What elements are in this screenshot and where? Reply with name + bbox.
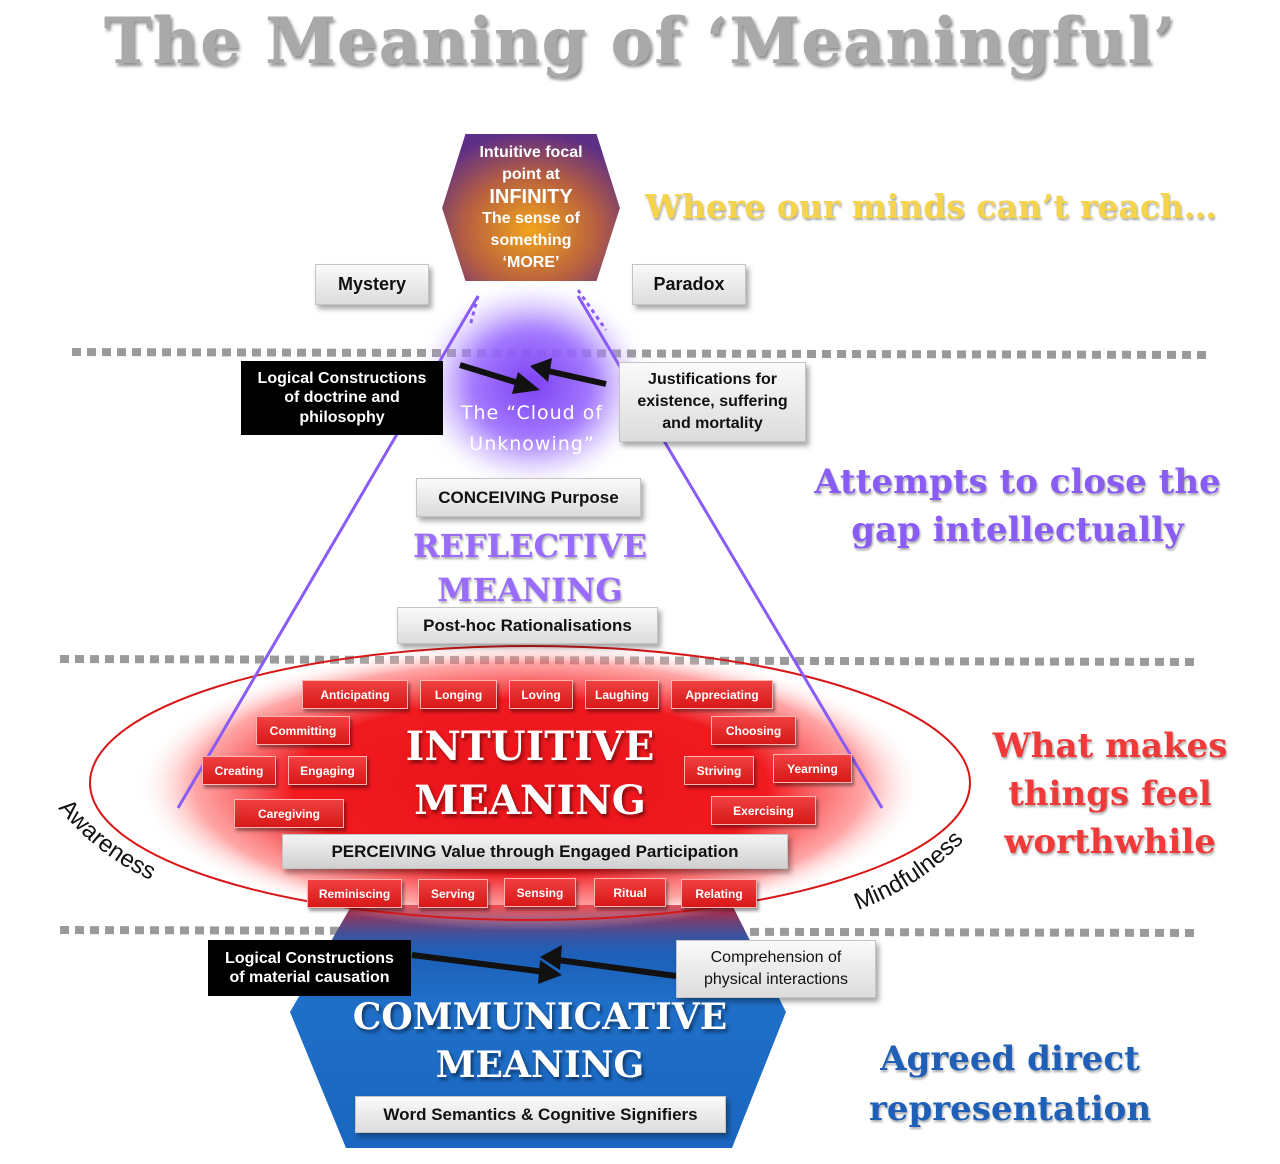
tag-caregiving: Caregiving [234,799,344,828]
conceiving-purpose-box: CONCEIVING Purpose [416,478,641,517]
tag-committing: Committing [256,716,350,745]
apex-line: Intuitive focal [479,144,583,161]
tag-ritual: Ritual [594,878,666,907]
caption-worthwhile: What makes things feel worthwhile [975,722,1245,866]
apex-line: The sense of [482,210,580,227]
box-line: existence, suffering [637,393,788,410]
pyramid-left-dotted [468,295,480,327]
caption-where-minds-cant-reach: Where our minds can’t reach… [645,187,1217,226]
box-line: philosophy [299,408,385,426]
caption-agreed-representation: Agreed direct representation [840,1034,1180,1134]
communicative-hexagon [290,905,786,1148]
caption-line: What makes [992,726,1228,766]
apex-hexagon [437,130,625,285]
word-semantics-box: Word Semantics & Cognitive Signifiers [355,1096,726,1133]
tag-reminiscing: Reminiscing [307,879,402,908]
tag-laughing: Laughing [585,680,659,709]
communicative-meaning-label: COMMUNICATIVE MEANING [310,993,770,1089]
logical-doctrine-box: Logical Constructions of doctrine and ph… [241,361,443,435]
arrow-line [459,362,526,388]
intuitive-line: MEANING [414,777,646,824]
apex-infinity: INFINITY [489,186,573,208]
justifications-box: Justifications for existence, suffering … [619,362,806,442]
paradox-box: Paradox [632,264,746,305]
reflective-line: REFLECTIVE [412,527,648,565]
box-line: Comprehension of [710,949,842,966]
tag-anticipating: Anticipating [302,680,408,709]
tag-striving: Striving [684,756,754,785]
tag-longing: Longing [420,680,497,709]
caption-line: representation [868,1089,1152,1129]
box-line: Logical Constructions [257,370,427,388]
tag-sensing: Sensing [504,878,576,907]
tag-yearning: Yearning [773,754,852,783]
arrow-line [557,957,677,979]
box-line: and mortality [662,415,763,432]
page-title: The Meaning of ‘Meaningful’ [103,4,1177,79]
cloud-line: Unknowing” [469,433,595,455]
reflective-meaning-label: REFLECTIVE MEANING [360,524,700,612]
apex-line: ‘MORE’ [502,254,560,271]
box-line: of material causation [229,969,390,986]
reflective-line: MEANING [437,571,623,609]
arrow-head [530,358,552,382]
tag-serving: Serving [418,879,488,908]
arrow-head [538,960,562,984]
caption-line: gap intellectually [851,510,1184,550]
intuitive-line: INTUITIVE [405,723,655,770]
apex-line: something [490,232,572,249]
tag-exercising: Exercising [711,796,816,825]
arrow-line [547,368,607,387]
pyramid-right-dotted [576,289,608,331]
logical-material-box: Logical Constructions of material causat… [208,940,411,996]
caption-line: Attempts to close the [814,462,1221,502]
box-line: Justifications for [648,371,777,388]
tag-choosing: Choosing [711,716,796,745]
arrow-head [512,372,540,394]
perceiving-box: PERCEIVING Value through Engaged Partici… [282,834,788,869]
cloud-line: The “Cloud of [460,402,604,424]
box-line: Logical Constructions [225,949,394,967]
caption-line: Agreed direct [880,1039,1140,1079]
arrow-line [411,952,546,975]
caption-line: worthwhile [1004,822,1216,862]
cloud-of-unknowing: The “Cloud of Unknowing” [440,398,624,460]
posthoc-box: Post-hoc Rationalisations [397,607,658,644]
tag-creating: Creating [202,756,276,785]
apex-text: Intuitive focal point at INFINITY The se… [448,142,614,274]
caption-line: things feel [1008,774,1212,814]
separator-line [71,348,1211,359]
box-line: physical interactions [703,971,849,988]
tag-appreciating: Appreciating [671,680,773,709]
tag-relating: Relating [681,879,757,908]
intuitive-ellipse-outline [89,645,971,921]
communicative-line: COMMUNICATIVE [352,996,728,1038]
tag-engaging: Engaging [288,756,367,785]
box-line: of doctrine and [284,389,400,407]
tag-loving: Loving [509,680,573,709]
communicative-line: MEANING [435,1044,645,1086]
apex-line: point at [502,166,560,183]
intuitive-meaning-label: INTUITIVE MEANING [370,720,690,828]
mystery-box: Mystery [315,264,429,305]
comprehension-box: Comprehension of physical interactions [676,940,876,998]
caption-attempts: Attempts to close the gap intellectually [790,458,1245,554]
arrow-head [540,945,562,970]
